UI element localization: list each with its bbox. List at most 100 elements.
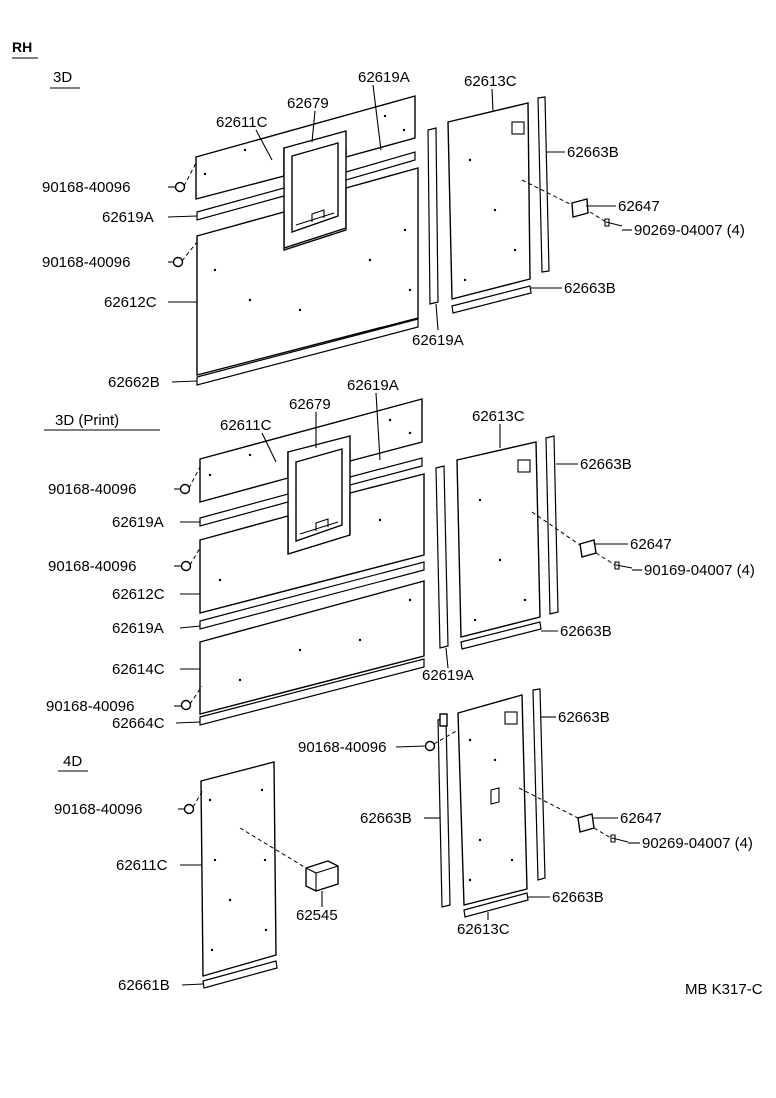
hinge-lead-3d (521, 179, 573, 206)
screw-90169-3dp (614, 561, 633, 570)
label-b17: 62664C (112, 715, 165, 732)
strip-62662b-3d (196, 318, 419, 386)
lead-a4 (491, 88, 494, 112)
bolt-90168-c-3dp (180, 699, 192, 711)
side-label: RH (12, 39, 32, 55)
label-c3: 62611C (116, 857, 168, 874)
strip-62619a-left-3dp (199, 493, 289, 527)
label-c5: 62661B (118, 977, 170, 994)
group-3dprint (174, 392, 642, 726)
label-b11: 62612C (112, 586, 165, 603)
label-b10: 90168-40096 (48, 558, 136, 575)
label-d5: 90269-04007 (4) (642, 835, 753, 852)
label-b7: 62619A (112, 514, 164, 531)
bolt-90168-4d-right (424, 740, 436, 752)
vstrip-62663b-3dp (545, 435, 559, 615)
lead-b1 (375, 392, 381, 461)
lead-a1 (372, 84, 382, 151)
window-latch-3d (295, 209, 335, 226)
diagram-code: MB K317-C (685, 981, 763, 998)
vent-3d (511, 121, 525, 135)
bolt-lead-c-3dp (189, 685, 203, 705)
label-b4: 62613C (472, 408, 525, 425)
rivets-4d (208, 788, 268, 952)
block-62545 (305, 860, 339, 892)
window-glass-3dp (295, 448, 343, 542)
hinge-lead-3dp (531, 511, 581, 546)
group-4d-left (178, 761, 339, 989)
group-3d (167, 84, 632, 386)
label-b13: 62663B (560, 623, 612, 640)
label-b9: 90169-04007 (4) (644, 562, 755, 579)
label-a1: 62619A (358, 69, 410, 86)
bolt-lead-b-3dp (189, 547, 201, 566)
vstrip-62619a-3d (427, 127, 439, 305)
label-d2: 62663B (558, 709, 610, 726)
label-b15: 62619A (422, 667, 474, 684)
bolt-90168-b-3dp (180, 560, 192, 572)
panel-62613c-3dp (456, 441, 541, 638)
screw-90269-lead-3d (589, 211, 607, 223)
vstrip-62619a-3dp (435, 465, 449, 649)
hinge-62647-3d (571, 198, 589, 218)
hinge-62647-3dp (579, 539, 597, 558)
label-a13: 62619A (412, 332, 464, 349)
bolt-lead-4d-right (433, 729, 459, 745)
rivets-3d (203, 114, 517, 312)
label-b12: 62619A (112, 620, 164, 637)
lead-b12 (179, 625, 201, 629)
label-c1: 90168-40096 (54, 801, 142, 818)
label-d1: 90168-40096 (298, 739, 386, 756)
label-d3: 62663B (360, 810, 412, 827)
label-a8: 62619A (102, 209, 154, 226)
label-b14: 62614C (112, 661, 165, 678)
lead-b15 (445, 647, 449, 669)
strip-62619a-right-3dp (349, 457, 423, 486)
strip-62663b-bottom-3d (451, 285, 532, 314)
screw-90269-4d (610, 834, 629, 843)
group-4d-right (395, 688, 640, 920)
panel-62611c-4d (200, 761, 277, 977)
bolt-lead-4d (192, 789, 204, 808)
hinge-62647-4d (577, 813, 595, 833)
lead-a3 (255, 129, 273, 161)
section-3dprint-title: 3D (Print) (55, 412, 119, 429)
strip-62619a-right-3d (345, 151, 416, 181)
label-a10: 90168-40096 (42, 254, 130, 271)
lead-b3 (261, 432, 277, 463)
vent-4d (504, 711, 518, 725)
section-3d-title: 3D (53, 69, 72, 86)
label-d7: 62613C (457, 921, 510, 938)
label-b2: 62679 (289, 396, 331, 413)
window-latch-3dp (299, 518, 339, 535)
label-a14: 62662B (108, 374, 160, 391)
label-b8: 62647 (630, 536, 672, 553)
bolt-90168-a-3d (174, 181, 186, 193)
bolt-90168-b-3d (172, 256, 184, 268)
label-a12: 62612C (104, 294, 157, 311)
bolt-90168-4d (183, 803, 195, 815)
block-62545-edges (305, 865, 339, 891)
screw-lead-3dp (595, 552, 616, 566)
lead-a8 (167, 215, 198, 218)
vstrip-cap-4d (439, 713, 448, 727)
label-b3: 62611C (220, 417, 272, 434)
rivets-4d-right (468, 738, 514, 882)
lead-d1 (395, 745, 427, 748)
label-b6: 90168-40096 (48, 481, 136, 498)
vstrip-62663b-right-4d (532, 688, 546, 881)
label-b5: 62663B (580, 456, 632, 473)
window-glass-3d (291, 142, 339, 233)
label-b1: 62619A (347, 377, 399, 394)
label-b16: 90168-40096 (46, 698, 134, 715)
bolt-90168-a-3dp (179, 483, 191, 495)
panel-62613c-4d (457, 694, 528, 906)
bolt-lead-a-3d (183, 162, 197, 187)
strip-62663b-bottom-4d (463, 892, 529, 918)
label-a3: 62611C (216, 114, 268, 131)
lead-a13 (435, 303, 439, 331)
strip-62619a-left-3d (196, 187, 285, 221)
block-62545-lead-dash (239, 827, 307, 869)
label-d4: 62647 (620, 810, 662, 827)
label-a11: 62663B (564, 280, 616, 297)
